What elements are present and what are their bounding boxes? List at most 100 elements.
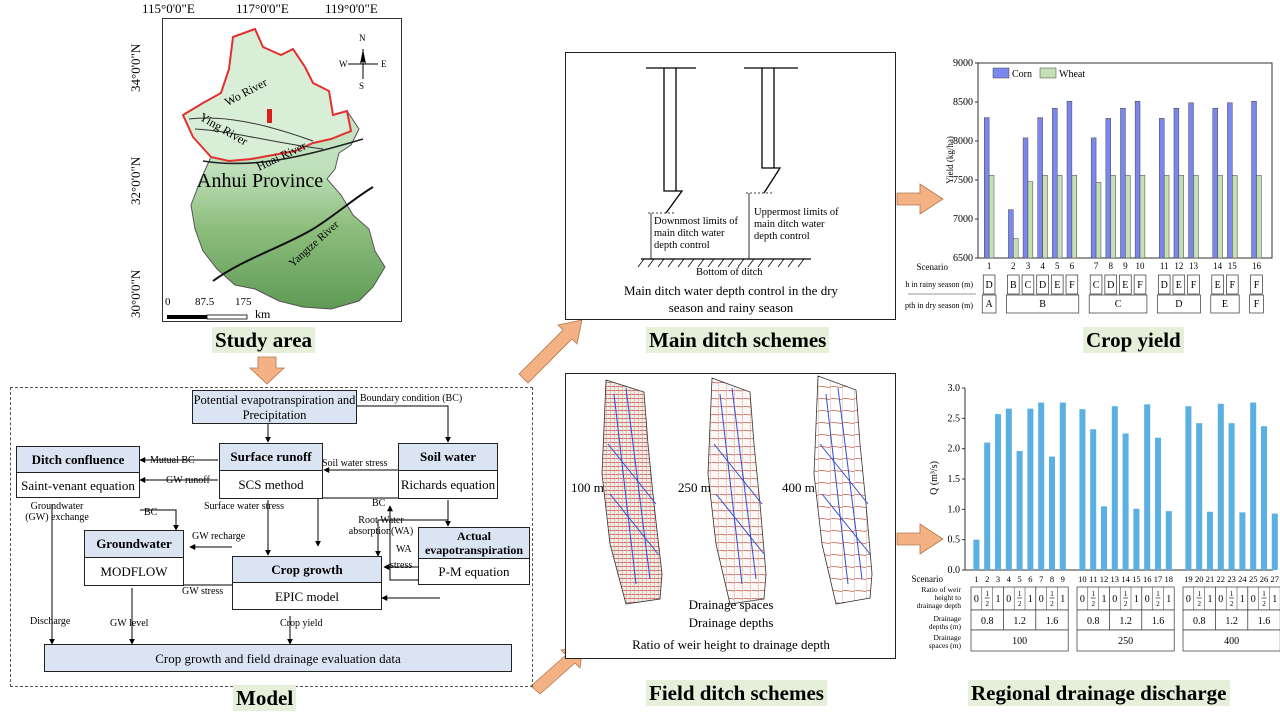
spacing-400-label: 400 m (782, 480, 815, 495)
ratio-den: 2 (1124, 600, 1128, 608)
aet-box: Actual evapotranspiration P-M equation (418, 527, 530, 585)
corn-bar (1251, 100, 1257, 259)
rainy-value: F (1069, 280, 1075, 291)
depth-value: 1.2 (1013, 616, 1026, 627)
rainy-cell (1119, 274, 1132, 295)
rainy-cell (1051, 274, 1064, 295)
dry-cell (1006, 294, 1080, 314)
dry-value: B (1039, 299, 1046, 310)
row-label-ratio: height to (935, 593, 962, 602)
ratio-num: 1 (1124, 590, 1128, 598)
ratio-value: 1 (1272, 594, 1277, 605)
dry-value: D (1175, 299, 1182, 310)
arrow-main-to-yield (896, 183, 944, 215)
discharge-bar (1217, 403, 1224, 570)
scale-mid: 87.5 (195, 296, 215, 308)
ratio-value: 0 (1186, 594, 1191, 605)
ratio-num: 1 (1018, 590, 1022, 598)
wheat-bar (1013, 238, 1019, 259)
rainy-cell (1157, 274, 1171, 295)
rainy-value: E (1215, 280, 1221, 291)
ratio-value: 1 (1240, 594, 1245, 605)
downmost-limit-label: Downmost limits of main ditch water dept… (654, 216, 739, 251)
lon-label: 119°0'0"E (325, 1, 378, 16)
scale-unit: km (255, 307, 271, 321)
wo-river-line (188, 117, 314, 142)
study-basin-outline (181, 27, 353, 163)
scenario-label: 19 (1184, 574, 1193, 584)
corn-bar (1134, 100, 1141, 259)
scenario-label: 10 (1136, 261, 1146, 271)
ditch-bottom-label: Bottom of ditch (696, 267, 763, 278)
gw-exchange-label: Groundwater (GW) exchange (25, 501, 89, 523)
lon-label: 117°0'0"E (236, 1, 289, 16)
scenario-label: 6 (1070, 261, 1075, 271)
discharge-bar (1101, 506, 1107, 570)
rainy-cell (982, 274, 996, 295)
scenario-label: 12 (1174, 261, 1183, 271)
row-label-scenario: Scenario (912, 574, 944, 584)
field-ditch-maps (601, 375, 873, 605)
wheat-bar (1163, 175, 1170, 259)
scenario-label: 15 (1228, 261, 1238, 271)
lon-label: 115°0'0"E (142, 1, 195, 16)
study-area-panel: 115°0'0"E 117°0'0"E 119°0'0"E 34°0'0"N 3… (120, 0, 420, 330)
discharge-bar (1155, 437, 1161, 570)
ratio-num: 1 (1262, 590, 1266, 598)
y-axis-label: Yield (kg/ha) (945, 136, 955, 184)
surface-runoff-header: Surface runoff (220, 444, 322, 471)
y-tick-label: 1.0 (948, 504, 961, 515)
wheat-bar (1217, 175, 1223, 259)
main-ditch-panel: Downmost limits of main ditch water dept… (565, 52, 896, 320)
rainy-cell (1104, 274, 1117, 295)
scenario-label: 21 (1206, 574, 1215, 584)
discharge-bar (1165, 511, 1172, 570)
wheat-bar (1042, 175, 1048, 259)
rainy-cell (1007, 274, 1020, 295)
ratio-den: 2 (985, 600, 989, 608)
depth-value: 1.6 (1046, 616, 1059, 627)
huai-river-line (202, 138, 364, 165)
lat-label: 34°0'0"N (128, 43, 143, 92)
gw-level-label: GW level (110, 618, 149, 629)
scenario-label: 4 (1040, 261, 1045, 271)
compass-e: E (381, 59, 387, 69)
yangtze-river-line (212, 186, 374, 282)
space-cell (1076, 629, 1175, 652)
scale-0: 0 (165, 296, 171, 308)
scenario-label: 24 (1238, 574, 1247, 584)
compass-s: S (359, 81, 365, 91)
discharge-bar (1185, 406, 1192, 570)
y-axis-label: Q (m³/s) (929, 461, 940, 495)
rainy-cell (1187, 274, 1200, 295)
wheat-bar (1256, 175, 1262, 259)
wheat-bar (1232, 175, 1238, 259)
compass-icon (348, 49, 378, 79)
dry-cell (981, 294, 997, 314)
crop-growth-body: EPIC model (275, 589, 339, 604)
depth-value: 1.6 (1152, 616, 1165, 627)
aet-body: P-M equation (438, 564, 510, 579)
row-label-dry: Water depth in dry season (m) (905, 301, 973, 310)
evaluation-box: Crop growth and field drainage evaluatio… (44, 644, 512, 672)
wheat-bar (1095, 182, 1102, 259)
scenario-label: 1 (974, 574, 978, 584)
y-tick-label: 7500 (953, 175, 973, 186)
row-label-ratio: drainage depth (917, 601, 962, 610)
ratio-num: 1 (1230, 590, 1234, 598)
discharge-bar (1016, 451, 1023, 570)
scenario-label: 13 (1189, 261, 1199, 271)
ratio-den: 2 (1197, 600, 1201, 608)
discharge-bar (1271, 513, 1278, 570)
ratio-value: 0 (1145, 594, 1150, 605)
scenario-label: 8 (1108, 261, 1113, 271)
scenario-label: 6 (1028, 574, 1032, 584)
spacing-100-label: 100 m (571, 480, 604, 495)
rainy-cell (1211, 274, 1224, 295)
gw-stress-label: GW stress (182, 586, 224, 597)
ratio-num: 1 (1050, 590, 1054, 598)
wa-label: WA (396, 544, 412, 555)
corn-bar (1188, 102, 1194, 259)
